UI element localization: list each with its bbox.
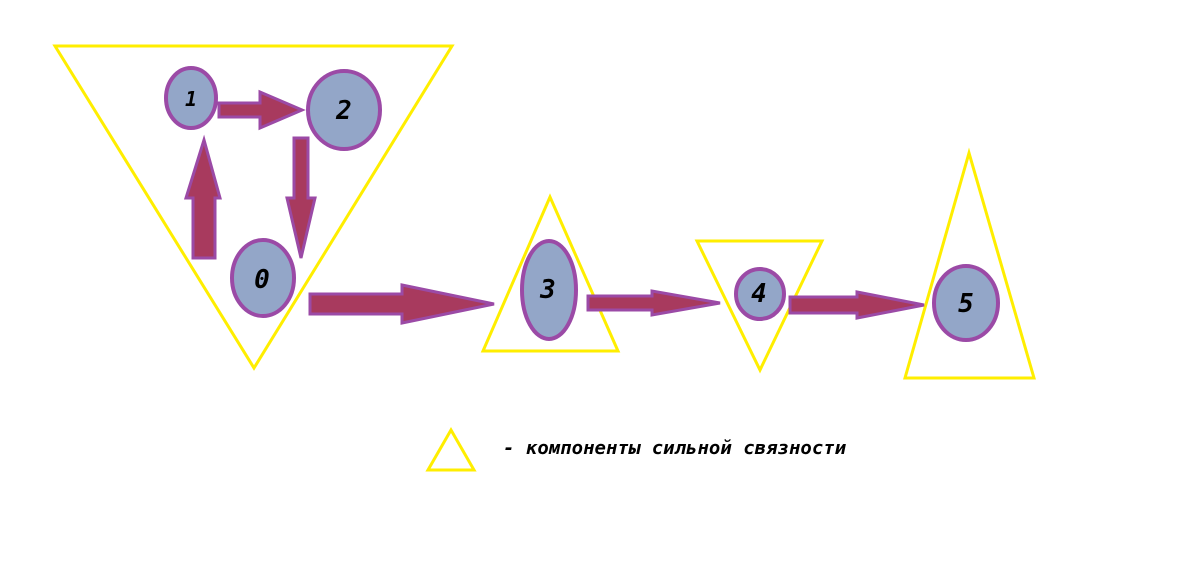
node-4-label: 4: [751, 279, 767, 309]
component-triangle-5: [903, 147, 1036, 380]
edge-arrow-2-to-0: [285, 136, 317, 259]
edge-arrow-3-to-4: [586, 289, 721, 317]
node-3-label: 3: [539, 275, 556, 305]
edge-arrow-0-to-3: [308, 283, 495, 325]
node-2: 2: [306, 69, 382, 151]
node-1: 1: [164, 66, 218, 130]
node-1-label: 1: [185, 87, 197, 111]
component-triangle-0-1-2: [52, 44, 455, 371]
node-2-label: 2: [335, 96, 352, 126]
legend-triangle-icon: [425, 426, 477, 472]
node-0: 0: [230, 238, 296, 318]
edge-arrow-1-to-2: [217, 89, 306, 131]
node-3: 3: [520, 239, 578, 341]
component-triangle-3: [480, 193, 621, 353]
edge-arrow-0-to-1: [183, 134, 222, 260]
edge-arrow-4-to-5: [788, 290, 925, 320]
node-0-label: 0: [254, 265, 270, 295]
node-5-label: 5: [958, 289, 974, 319]
legend-text: - компоненты сильной связности: [503, 437, 847, 459]
node-5: 5: [932, 264, 1000, 342]
node-4: 4: [734, 267, 786, 321]
